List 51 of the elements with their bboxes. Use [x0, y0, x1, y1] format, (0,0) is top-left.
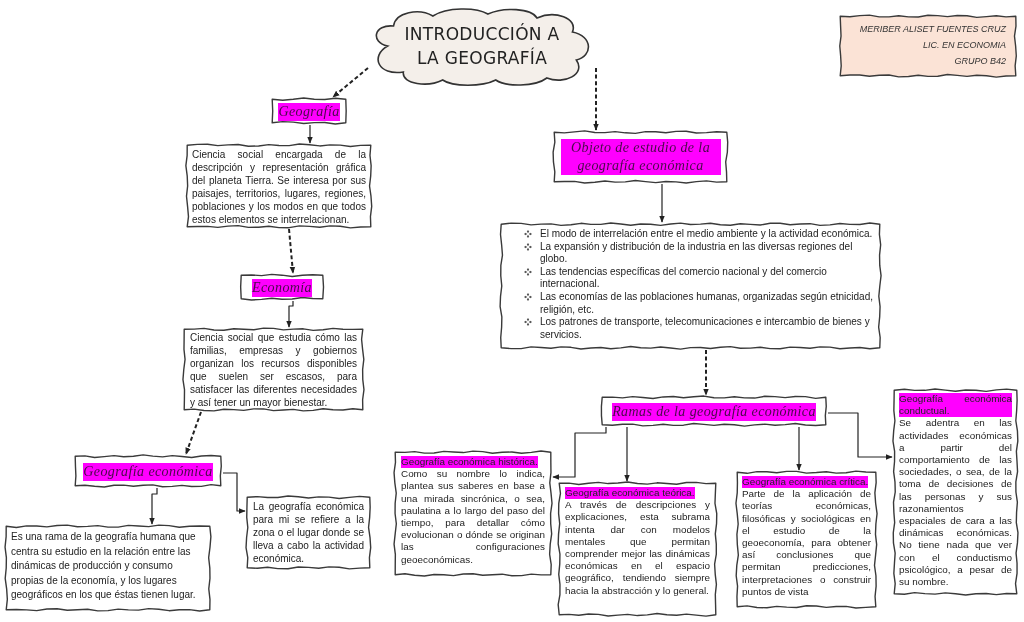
note-text: Ciencia social que estudia cómo las familias, empresas y gobiernos organizan los recursos disponibles que suelen ser escasos, para satisfacer las diferentes necesidades y así tener un mayor bienestar.: [190, 331, 357, 409]
branch-box: [735, 470, 878, 609]
topic-box: [270, 97, 348, 125]
arrow: [796, 426, 802, 471]
dashed-arrow: [593, 67, 599, 131]
branch-box: [557, 481, 718, 617]
branch-heading: Geografía económica crítica.: [742, 476, 869, 489]
list-item: Las economías de las poblaciones humanas, organizadas según etnicidad, religión, etc.: [540, 290, 874, 317]
dashed-arrow: [288, 228, 296, 274]
degree-text: LIC. EN ECONOMIA: [922, 39, 1006, 52]
list-item: Los patrones de transporte, telecomunicaciones e intercambio de bienes y servicios.: [540, 316, 871, 342]
list-box: [499, 222, 882, 350]
branch-description: A través de descripciones y explicaciones, esta subrama intenta dar con modelos mentales que permitan comprender mejor las dinámicas económicas en el espacio geográfico, tendiendo siempre hacia la abstracción y lo general.: [565, 499, 710, 597]
branch-description: Se adentra en las actividades económicas a partir del comportamiento de las sociedades, o sea, de la toma de decisiones de las personas y sus razonamientos espaciales de cara a las dinámicas económicas. No tiene nada que ver con el conductismo psicológico, a pesar de su nombre.: [899, 417, 1012, 589]
dashed-arrow: [185, 411, 202, 455]
note-text: Ciencia social encargada de la descripción y representación gráfica del planeta Tierra. Se interesa por sus paisajes, territorios, lugares, regiones, poblaciones y los modos en que todos estos elementos se interrelacionan.: [192, 148, 366, 226]
arrow: [552, 426, 607, 480]
topic-box: [73, 454, 223, 488]
dashed-arrow: [332, 67, 369, 98]
note-box: [185, 143, 373, 229]
dashed-arrow: [703, 349, 709, 396]
branch-box: [393, 450, 553, 577]
arrow: [286, 300, 294, 328]
note-box: [182, 327, 365, 412]
list-item: El modo de interrelación entre el medio ambiente y la actividad económica.: [540, 228, 873, 241]
branch-heading: Geografía económica conductual.: [899, 393, 1012, 418]
note-text: Es una rama de la geografía humana que centra su estudio en la relación entre las dinámicas de producción y consumo propias de la economía, y los lugares geográficos en los que éstas tienen lugar.: [11, 530, 197, 603]
topic-box: [239, 273, 325, 301]
arrow: [149, 487, 158, 525]
branch-description: Parte de la aplicación de teorías económicas, filosóficas y sociológicas en el estudio de la geoeconomía, para obtener así conclusiones que permitan predicciones, interpretaciones o construir puntos de vista: [742, 488, 871, 599]
branch-box: [892, 388, 1019, 596]
arrow: [827, 412, 893, 460]
note-box: [245, 495, 372, 570]
arrow: [222, 472, 246, 514]
branch-heading: Geografía económica histórica.: [401, 456, 538, 469]
author-card: [838, 14, 1018, 78]
note-text: La geografía económica para mi se refiere a la zona o el lugar donde se lleva a cabo la actividad económica.: [253, 500, 364, 565]
topic-box: [552, 130, 729, 184]
branch-description: Como su nombre lo indica, plantea sus saberes en base a una mirada sincrónica, o sea, paulatina a lo largo del paso del tiempo, para detallar cómo evolucionan o dónde se originan las configuraciones geoeconómicas.: [401, 468, 545, 566]
author-name: MERIBER ALISET FUENTES CRUZ: [858, 23, 1006, 36]
branch-heading: Geografía económica teórica.: [565, 487, 695, 500]
list-item: Las tendencias específicas del comercio nacional y del comercio internacional.: [540, 265, 828, 291]
note-box: [4, 524, 212, 612]
arrow: [624, 426, 630, 482]
list-item: La expansión y distribución de la industria en las diversas regiones del globo.: [540, 240, 854, 266]
main-title: INTRODUCCIÓN A LA GEOGRAFÍA: [403, 22, 561, 70]
arrow: [307, 124, 313, 144]
arrow: [659, 183, 665, 223]
group-text: GRUPO B42: [953, 55, 1006, 68]
topic-label: Objeto de estudio de la geografía económica: [560, 139, 721, 175]
topic-box: [600, 395, 828, 427]
